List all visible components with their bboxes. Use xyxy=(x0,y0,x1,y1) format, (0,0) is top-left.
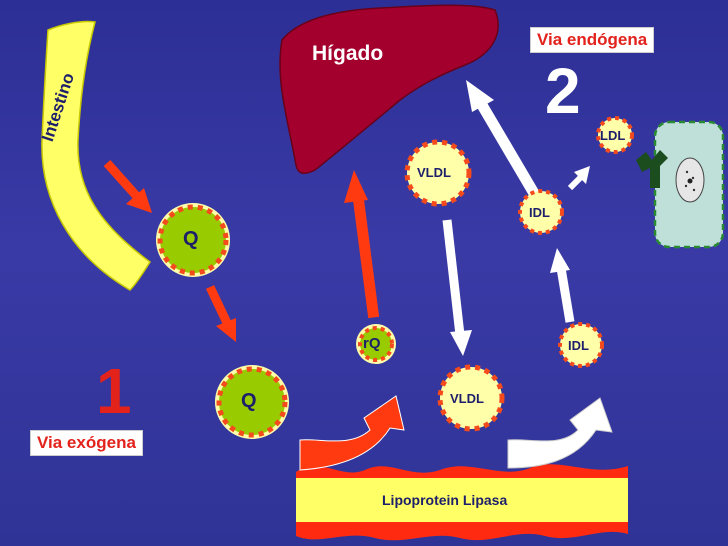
intestine-shape xyxy=(41,20,152,291)
particle-q-bottom xyxy=(215,365,289,439)
ldl-receptor xyxy=(636,150,668,188)
endogenous-number: 2 xyxy=(545,55,581,127)
vldl-bottom-label: VLDL xyxy=(450,391,484,406)
particle-vldl-top xyxy=(404,139,472,207)
vldl-top-label: VLDL xyxy=(417,165,451,180)
liver-shape xyxy=(279,4,499,175)
arrow-intestine-to-q xyxy=(103,160,152,213)
particle-rq xyxy=(356,324,396,364)
membrane-top xyxy=(296,464,628,478)
exogenous-number: 1 xyxy=(96,355,132,427)
particle-ldl xyxy=(596,116,634,154)
particle-idl-bottom xyxy=(558,322,604,368)
membrane-bottom xyxy=(296,522,628,541)
idl-top-label: IDL xyxy=(529,205,550,220)
arrow-rq-to-liver xyxy=(344,170,380,319)
rq-label: rQ xyxy=(363,335,381,352)
particle-vldl-bottom xyxy=(437,364,505,432)
arrow-q-to-q xyxy=(205,285,236,342)
ldl-label: LDL xyxy=(600,128,626,143)
membrane-band xyxy=(296,478,628,522)
arrow-idl-up xyxy=(550,248,575,323)
liver-label: Hígado xyxy=(312,42,384,65)
arrow-idl-to-ldl xyxy=(567,166,590,191)
particle-q-top xyxy=(156,203,230,277)
particle-idl-top xyxy=(518,189,564,235)
curved-arrow-red xyxy=(299,395,405,471)
idl-bottom-label: IDL xyxy=(568,338,589,353)
arrow-idl-to-liver xyxy=(466,80,540,198)
lipoprotein-lipase-label: Lipoprotein Lipasa xyxy=(382,492,508,508)
q-top-label: Q xyxy=(183,228,199,250)
q-bottom-label: Q xyxy=(241,390,257,412)
endogenous-label: Via endógena xyxy=(530,27,655,53)
curved-arrow-white xyxy=(507,397,613,469)
exogenous-label: Via exógena xyxy=(30,430,143,456)
arrow-vldl-down xyxy=(442,219,472,356)
